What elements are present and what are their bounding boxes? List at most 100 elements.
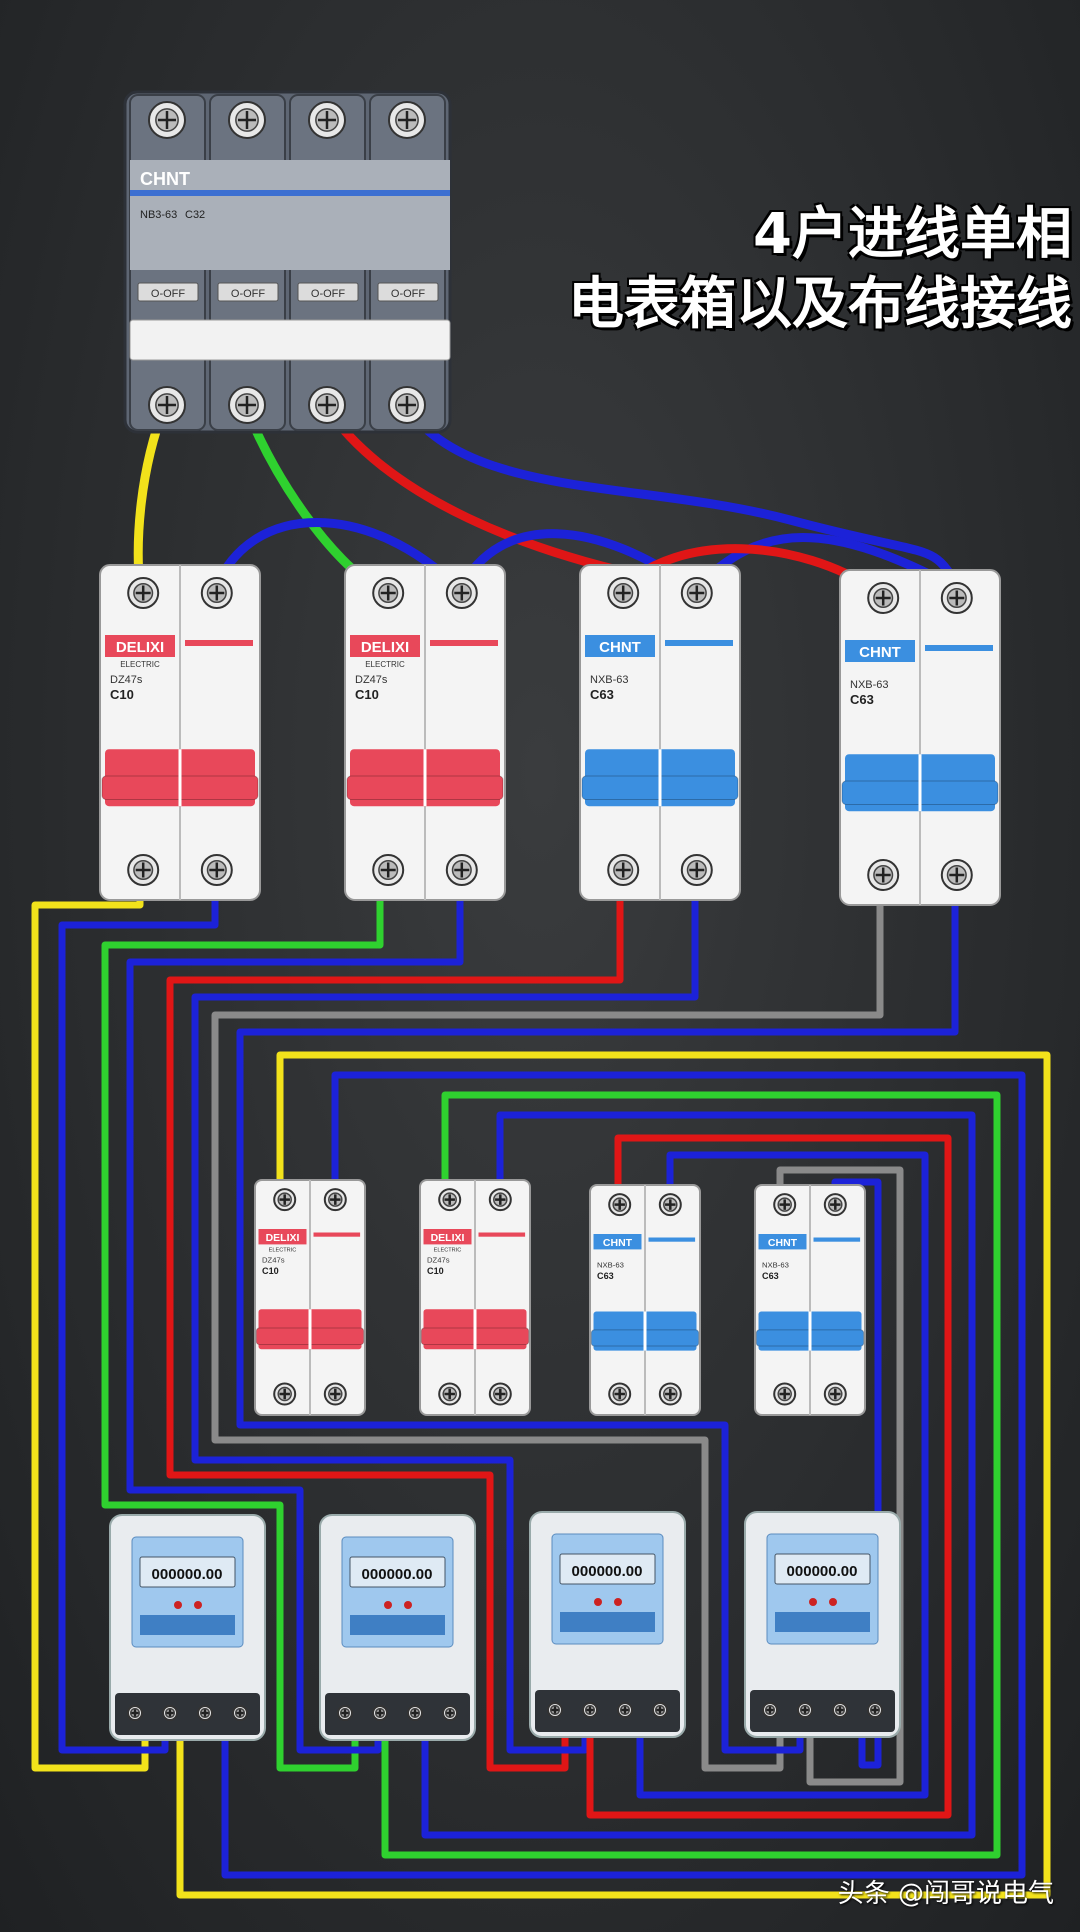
- meter-terminal-screw: [162, 1705, 178, 1721]
- meter-led: [384, 1601, 392, 1609]
- main-breaker-off-label: O-OFF: [391, 288, 425, 300]
- breaker-brand-plate: [758, 1234, 807, 1250]
- breaker-model: DZ47s: [427, 1256, 450, 1265]
- main-breaker-label-plate: [130, 160, 450, 270]
- breaker-rating: C63: [590, 687, 614, 702]
- main-breaker-off-window: [297, 282, 359, 302]
- meter-terminal-block: [535, 1690, 680, 1732]
- meter-terminal-screw: [867, 1702, 883, 1718]
- main-breaker-top-screw: [228, 101, 266, 139]
- wire-m4-to-lb4-blue: [831, 1178, 882, 1769]
- breaker-top-screw: [608, 1193, 632, 1217]
- breaker-top-screw: [823, 1193, 847, 1217]
- meter-led: [194, 1601, 202, 1609]
- meter-terminal-screw: [232, 1705, 248, 1721]
- breaker-brand-plate: [593, 1234, 642, 1250]
- meter-terminal-screw: [127, 1705, 143, 1721]
- breaker-rating: C10: [110, 687, 134, 702]
- breaker-bottom-screw: [323, 1382, 347, 1406]
- breaker-bottom-screw: [200, 854, 233, 886]
- wire-m2-to-lb2-green: [381, 1091, 1001, 1859]
- breaker-brand: DELIXI: [116, 639, 164, 656]
- main-breaker-bottom-screw: [148, 386, 186, 424]
- wire-b2-out-blue: [126, 866, 464, 1754]
- breaker-rating: C10: [262, 1266, 279, 1276]
- meter-lcd: [774, 1553, 871, 1585]
- breaker-brand: CHNT: [603, 1237, 633, 1249]
- breaker-brand-sub: ELECTRIC: [434, 1247, 462, 1253]
- meter-led: [404, 1601, 412, 1609]
- main-breaker-off-label: O-OFF: [151, 288, 185, 300]
- meter-terminal-screw: [617, 1702, 633, 1718]
- watermark: 头条 @闯哥说电气: [837, 1879, 1054, 1909]
- breaker-model: DZ47s: [262, 1256, 285, 1265]
- meter-lcd: [559, 1553, 656, 1585]
- meter-1: 000000.00: [109, 1514, 266, 1741]
- main-breaker-brand: CHNT: [140, 169, 190, 189]
- breaker-rating: C10: [355, 687, 379, 702]
- breaker-brand-sub: ELECTRIC: [269, 1247, 297, 1253]
- breaker-rating: C63: [762, 1271, 779, 1281]
- meter-led: [614, 1598, 622, 1606]
- meter-led: [829, 1598, 837, 1606]
- breaker-top-screw: [323, 1188, 347, 1212]
- main-breaker-bottom-screw: [308, 386, 346, 424]
- wire-m1-to-lb1-blue: [221, 1071, 1026, 1879]
- breaker-top-screw: [127, 577, 160, 609]
- wire-m3-to-lb3-blue: [636, 1151, 929, 1799]
- meter-terminal-screw: [337, 1705, 353, 1721]
- meter-terminal-screw: [197, 1705, 213, 1721]
- wire-b3-out-blue: [191, 866, 699, 1754]
- wire-m4-to-lb4-gray: [776, 1166, 904, 1786]
- breaker-brand-plate: [845, 640, 915, 662]
- breaker-top-screw: [438, 1188, 462, 1212]
- meter-terminal-screw: [407, 1705, 423, 1721]
- main-breaker-off-label: O-OFF: [311, 288, 345, 300]
- main-breaker-bottom-screw: [388, 386, 426, 424]
- breaker-bottom-screw: [127, 854, 160, 886]
- breaker-bottom-screw: [273, 1382, 297, 1406]
- main-breaker-rating: C32: [185, 209, 205, 221]
- main-breaker-off-window: [217, 282, 279, 302]
- meter-lcd: [139, 1556, 236, 1588]
- breaker-top-screw: [372, 577, 405, 609]
- wire-b3-out-red: [166, 866, 624, 1772]
- breaker-bottom-screw: [680, 854, 713, 886]
- breaker-brand-sub: ELECTRIC: [365, 660, 405, 669]
- meter-terminal-screw: [372, 1705, 388, 1721]
- title-line-2: 电表箱以及布线接线: [568, 272, 1072, 337]
- meter-terminal-screw: [762, 1702, 778, 1718]
- breaker-top-screw: [773, 1193, 797, 1217]
- breaker-brand: DELIXI: [431, 1232, 465, 1244]
- title-line-1: 4户进线单相: [753, 202, 1072, 267]
- breaker-bottom-screw: [867, 859, 900, 891]
- breaker-top-screw: [607, 577, 640, 609]
- breaker-top-screw: [273, 1188, 297, 1212]
- breaker-top-screw: [200, 577, 233, 609]
- breaker-bottom-screw: [372, 854, 405, 886]
- breaker-rating: C10: [427, 1266, 444, 1276]
- breaker-top-screw: [658, 1193, 682, 1217]
- breaker-model: DZ47s: [110, 674, 143, 686]
- breaker-brand: CHNT: [768, 1237, 798, 1249]
- meter-terminal-screw: [797, 1702, 813, 1718]
- meter-terminal-block: [325, 1693, 470, 1735]
- wire-m2-to-lb2-blue: [421, 1111, 976, 1839]
- meter-led: [594, 1598, 602, 1606]
- main-breaker-top-screw: [148, 101, 186, 139]
- breaker-model: DZ47s: [355, 674, 388, 686]
- meter-reading: 000000.00: [152, 1566, 223, 1583]
- wire-layer: [31, 400, 1051, 1899]
- breaker-model: NXB-63: [762, 1261, 789, 1270]
- breaker-brand: CHNT: [859, 644, 901, 661]
